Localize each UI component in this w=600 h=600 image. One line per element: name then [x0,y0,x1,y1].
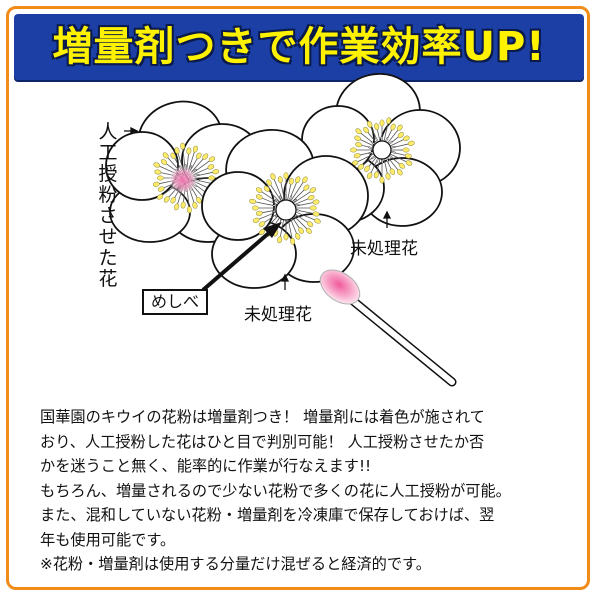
cotton-swab [319,269,457,387]
kiwi-flower-right [301,72,461,227]
description-line: おり、人工授粉した花はひと目で判別可能！ 人工授粉させたか否 [40,432,485,451]
card-frame [6,6,590,590]
label-untreated-bottom: 未処理花 [244,305,312,325]
label-pistil: めしべ [142,289,208,315]
header-banner: 増量剤つきで作業効率UP! [14,14,584,80]
label-arrow-left [124,126,139,136]
banner-title: 増量剤つきで作業効率UP! [52,24,546,70]
kiwi-flower-center [201,128,369,289]
label-arrow-right [382,210,392,228]
label-pollinated-flower: 人 工 授 粉 さ せ た 花 [98,121,118,290]
description-line: 国華園のキウイの花粉は増量剤つき！ 増量剤には着色が施されて [40,408,485,426]
label-untreated-right: 未処理花 [350,239,418,259]
pointer-arrow [201,222,282,292]
description-text: 国華園のキウイの花粉は増量剤つき！ 増量剤には着色が施されて おり、人工授粉した… [40,405,580,577]
description-line: また、混和していない花粉・増量剤を冷凍庫で保存しておけば、翌 [40,506,495,524]
description-line: もちろん、増量されるので少ない花粉で多くの花に人工授粉が可能。 [40,481,511,500]
description-line: 年も使用可能です。 [40,530,176,549]
label-arrow-bottom [280,273,290,290]
description-line: ※花粉・増量剤は使用する分量だけ混ぜると経済的です。 [40,555,431,573]
description-line: かを迷うこと無く、能率的に作業が行なえます!! [40,457,372,475]
